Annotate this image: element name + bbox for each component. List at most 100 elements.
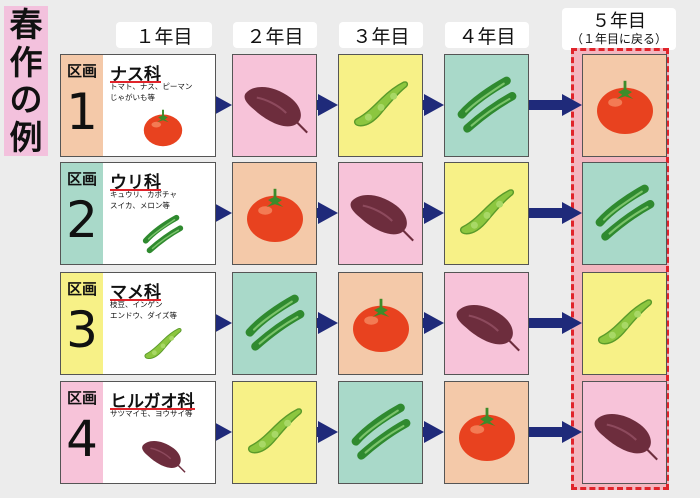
plot-label-4: 区画 4 ヒルガオ科サツマイモ、ヨウサイ等	[60, 381, 216, 484]
column-header-year-1: １年目	[116, 22, 212, 48]
sweet-potato-icon	[594, 413, 658, 461]
cell-year-5-plot-1	[582, 54, 667, 157]
plot-label-text: 区画	[66, 62, 97, 80]
sweet-potato-icon	[244, 86, 308, 134]
title-char: 例	[9, 117, 43, 157]
edamame-icon	[144, 328, 182, 359]
plot-label-2: 区画 2 ウリ科キュウリ、カボチャスイカ、メロン等	[60, 162, 216, 265]
plot-label-text: 区画	[66, 170, 97, 188]
crop-examples: トマト、ナス、ピーマンじゃがいも等	[110, 81, 216, 103]
column-header-year-5: ５年目 （１年目に戻る）	[562, 8, 676, 50]
cell-year-2-plot-4	[232, 381, 317, 484]
cucumber-icon	[351, 403, 411, 460]
tomato-icon	[459, 407, 515, 461]
arrow-head-icon	[562, 421, 582, 443]
rotation-arrow	[529, 100, 564, 110]
cucumber-icon	[595, 184, 655, 241]
crop-family-name: マメ科	[110, 283, 161, 303]
crop-family-name: ナス科	[110, 65, 161, 85]
family-underline	[110, 189, 161, 191]
sweet-potato-icon	[456, 304, 520, 352]
crop-examples-line: エンドウ、ダイズ等	[110, 311, 178, 320]
plot-label-text: 区画	[66, 280, 97, 298]
arrow-head-icon	[424, 94, 444, 116]
plot-number: 2	[66, 191, 98, 249]
cell-year-4-plot-1	[444, 54, 529, 157]
column-header-year-5-note: （１年目に戻る）	[570, 31, 667, 46]
arrow-head-icon	[562, 202, 582, 224]
column-header-year-2: ２年目	[233, 22, 317, 48]
crop-examples: 枝豆、インゲンエンドウ、ダイズ等	[110, 299, 216, 321]
plot-number-box: 区画 4	[61, 382, 103, 483]
plot-number: 1	[66, 83, 98, 141]
arrow-head-icon	[212, 421, 232, 443]
crop-family-name: ウリ科	[110, 173, 161, 193]
crop-examples-line: じゃがいも等	[110, 93, 155, 102]
arrow-head-icon	[318, 312, 338, 334]
column-header-year-5-label: ５年目	[592, 10, 646, 32]
cell-year-5-plot-2	[582, 162, 667, 265]
arrow-head-icon	[212, 94, 232, 116]
arrow-head-icon	[424, 312, 444, 334]
sweet-potato-icon	[350, 194, 414, 242]
cucumber-icon	[457, 76, 517, 133]
cell-year-3-plot-1	[338, 54, 423, 157]
edamame-icon	[247, 408, 303, 454]
family-underline	[110, 81, 161, 83]
crop-examples-line: スイカ、メロン等	[110, 201, 170, 210]
cell-year-3-plot-2	[338, 162, 423, 265]
crop-examples: サツマイモ、ヨウサイ等	[110, 408, 216, 419]
crop-examples: キュウリ、カボチャスイカ、メロン等	[110, 189, 216, 211]
cell-year-4-plot-3	[444, 272, 529, 375]
crop-examples-line: キュウリ、カボチャ	[110, 190, 177, 199]
title-char: 春	[9, 5, 43, 45]
arrow-head-icon	[424, 421, 444, 443]
crop-family-name: ヒルガオ科	[110, 392, 195, 412]
rotation-arrow	[529, 427, 564, 437]
plot-number-box: 区画 2	[61, 163, 103, 264]
arrow-head-icon	[212, 202, 232, 224]
cell-year-5-plot-4	[582, 381, 667, 484]
cucumber-icon	[245, 294, 305, 351]
crop-examples-line: 枝豆、インゲン	[110, 300, 163, 309]
tomato-icon	[143, 109, 183, 147]
plot-label-1: 区画 1 ナス科トマト、ナス、ピーマンじゃがいも等	[60, 54, 216, 157]
plot-number: 4	[66, 410, 98, 468]
plot-number-box: 区画 1	[61, 55, 103, 156]
cell-year-2-plot-1	[232, 54, 317, 157]
cell-year-4-plot-4	[444, 381, 529, 484]
sweet-potato-icon	[142, 440, 186, 473]
rotation-arrow	[529, 318, 564, 328]
title-char: の	[9, 80, 43, 120]
cell-year-2-plot-2	[232, 162, 317, 265]
tomato-icon	[353, 298, 409, 352]
plot-label-3: 区画 3 マメ科枝豆、インゲンエンドウ、ダイズ等	[60, 272, 216, 375]
cell-year-3-plot-4	[338, 381, 423, 484]
edamame-icon	[459, 189, 515, 235]
edamame-icon	[597, 299, 653, 345]
column-header-year-4: ４年目	[445, 22, 529, 48]
cell-year-3-plot-3	[338, 272, 423, 375]
tomato-icon	[247, 188, 303, 242]
tomato-icon	[597, 80, 653, 134]
cell-year-4-plot-2	[444, 162, 529, 265]
arrow-head-icon	[424, 202, 444, 224]
arrow-head-icon	[318, 421, 338, 443]
rotation-arrow	[529, 208, 564, 218]
arrow-head-icon	[562, 94, 582, 116]
title-char: 作	[9, 42, 43, 82]
plot-label-text: 区画	[66, 389, 97, 407]
column-header-year-3: ３年目	[339, 22, 423, 48]
cell-year-5-plot-3	[582, 272, 667, 375]
edamame-icon	[353, 81, 409, 127]
plot-number-box: 区画 3	[61, 273, 103, 374]
cucumber-icon	[142, 214, 184, 254]
arrow-head-icon	[562, 312, 582, 334]
family-underline	[110, 299, 161, 301]
arrow-head-icon	[318, 94, 338, 116]
crop-examples-line: サツマイモ、ヨウサイ等	[110, 409, 193, 418]
plot-number: 3	[66, 301, 98, 359]
cell-year-2-plot-3	[232, 272, 317, 375]
crop-examples-line: トマト、ナス、ピーマン	[110, 82, 193, 91]
arrow-head-icon	[318, 202, 338, 224]
